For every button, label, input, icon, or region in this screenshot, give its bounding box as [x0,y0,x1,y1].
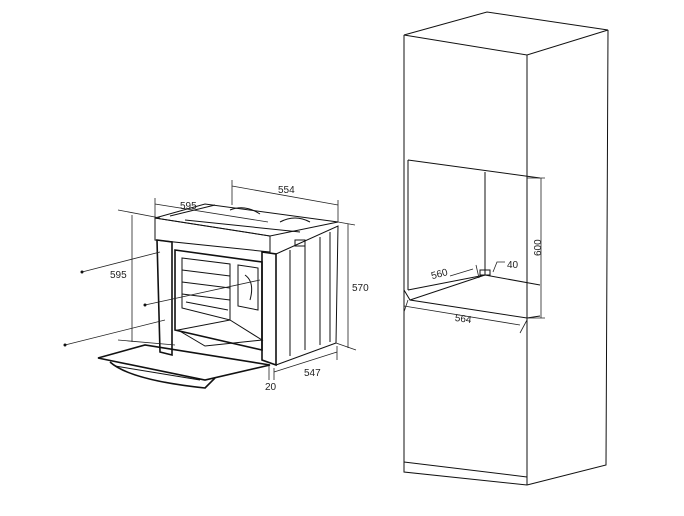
cabinet-dimensions: 600 564 560 40 [403,177,545,334]
oven-side [275,225,339,366]
dim-panel-thickness: 20 [265,382,277,393]
dim-top-width: 554 [278,185,295,196]
dim-front-height: 595 [110,270,127,281]
dim-niche-depth: 560 [430,267,449,282]
dim-front-width: 595 [180,201,197,212]
oven-frame-left [156,239,173,357]
control-panel [154,217,271,253]
oven-drawing [63,203,339,389]
dim-vent-gap: 40 [507,260,519,271]
cabinet-plinth [403,461,528,486]
dim-depth: 547 [304,368,321,379]
oven-dimensions: 554 595 595 570 547 20 [110,180,369,393]
oven-frame-right [261,251,277,367]
oven-cavity [174,249,263,352]
oven-door [97,344,271,381]
dim-niche-height: 600 [533,239,544,256]
cabinet-niche [407,159,541,291]
leader-lines [64,251,261,346]
cabinet-drawing [403,11,609,486]
dim-niche-width: 564 [454,313,472,326]
dim-side-height: 570 [352,283,369,294]
cabinet-top [403,11,609,56]
